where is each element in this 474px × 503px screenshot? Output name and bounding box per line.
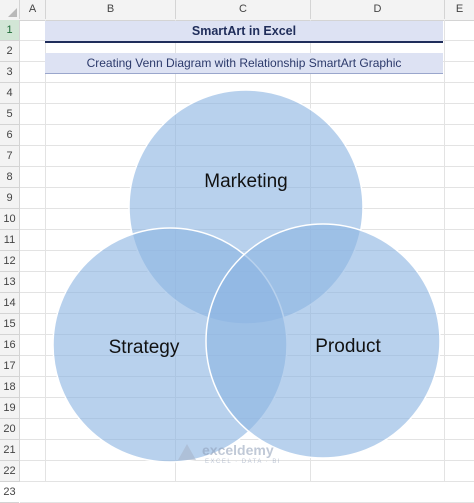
gridline	[20, 439, 474, 440]
column-header-d[interactable]: D	[311, 0, 445, 19]
row-header-23[interactable]: 23	[0, 482, 19, 503]
select-all-corner[interactable]	[0, 0, 20, 19]
column-header-c[interactable]: C	[176, 0, 311, 19]
row-header-17[interactable]: 17	[0, 356, 19, 377]
watermark-name: exceldemy	[202, 442, 274, 458]
row-header-12[interactable]: 12	[0, 251, 19, 272]
row-header-8[interactable]: 8	[0, 167, 19, 188]
gridline	[20, 82, 474, 83]
column-header-bar: A B C D E	[0, 0, 474, 21]
row-header-3[interactable]: 3	[0, 62, 19, 83]
row-header-15[interactable]: 15	[0, 314, 19, 335]
row-header-1[interactable]: 1	[0, 20, 19, 41]
row-header-20[interactable]: 20	[0, 419, 19, 440]
row-header-9[interactable]: 9	[0, 188, 19, 209]
row-header-13[interactable]: 13	[0, 272, 19, 293]
exceldemy-logo-icon	[178, 444, 196, 460]
title-cell[interactable]: SmartArt in Excel	[45, 21, 443, 43]
gridline	[444, 20, 445, 482]
gridline	[20, 460, 474, 461]
row-header-19[interactable]: 19	[0, 398, 19, 419]
row-header-7[interactable]: 7	[0, 146, 19, 167]
row-header-10[interactable]: 10	[0, 209, 19, 230]
column-header-e[interactable]: E	[455, 3, 464, 15]
column-header-b[interactable]: B	[46, 0, 176, 19]
row-header-16[interactable]: 16	[0, 335, 19, 356]
row-header-4[interactable]: 4	[0, 83, 19, 104]
venn-circle-product[interactable]	[205, 223, 441, 459]
venn-label-marketing[interactable]: Marketing	[204, 171, 288, 192]
row-header-11[interactable]: 11	[0, 230, 19, 251]
watermark-tagline: EXCEL · DATA · BI	[205, 459, 282, 465]
venn-diagram-smartart[interactable]	[0, 0, 474, 482]
exceldemy-watermark: exceldemy EXCEL · DATA · BI	[178, 441, 296, 467]
column-header-a[interactable]: A	[20, 0, 46, 19]
row-header-6[interactable]: 6	[0, 125, 19, 146]
row-header-18[interactable]: 18	[0, 377, 19, 398]
row-header-5[interactable]: 5	[0, 104, 19, 125]
row-header-2[interactable]: 2	[0, 41, 19, 62]
venn-label-product[interactable]: Product	[315, 336, 381, 357]
venn-label-strategy[interactable]: Strategy	[108, 337, 180, 358]
subtitle-cell[interactable]: Creating Venn Diagram with Relationship …	[45, 53, 443, 74]
row-header-21[interactable]: 21	[0, 440, 19, 461]
gridline	[45, 20, 46, 482]
row-header-14[interactable]: 14	[0, 293, 19, 314]
